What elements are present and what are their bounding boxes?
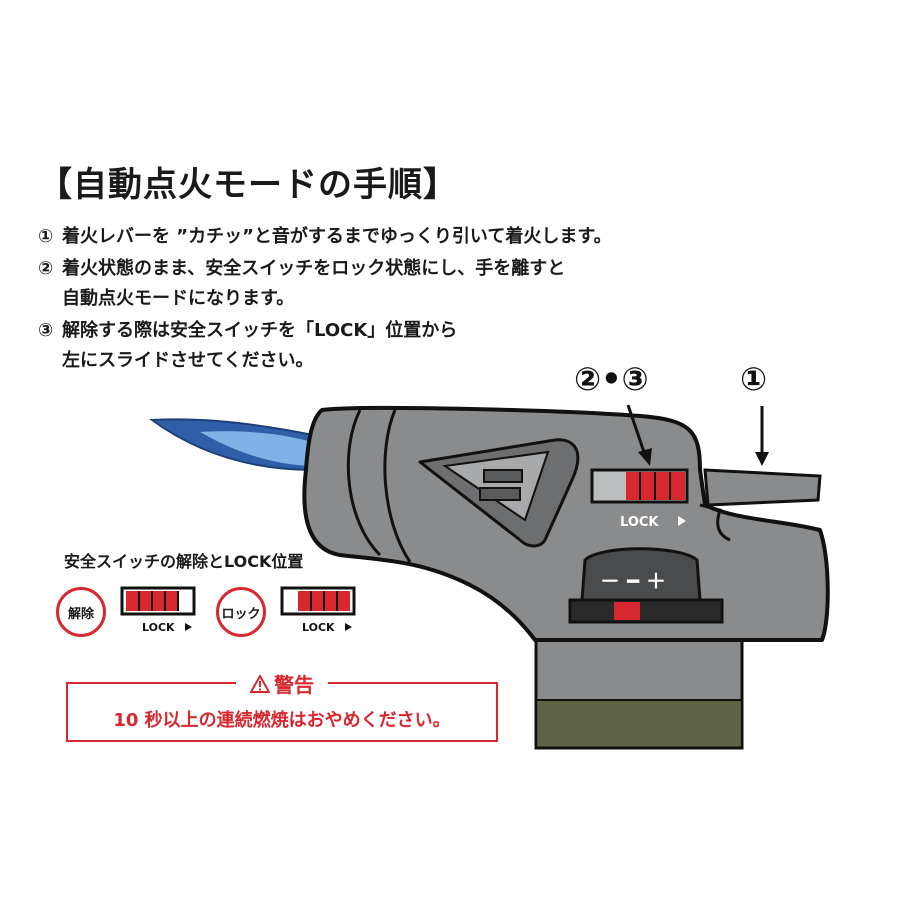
warning-box: 警告 10 秒以上の連続燃焼はおやめください。	[66, 669, 498, 742]
ignition-lever	[703, 468, 822, 507]
step-number: ①	[38, 226, 54, 247]
flame-inner	[200, 431, 312, 466]
step-text-continued: 左にスライドさせてください。	[62, 350, 314, 371]
legend-unlock-badge: 解除	[56, 587, 106, 637]
flame-adjust-dial	[580, 547, 702, 602]
step-text: 着火レバーを ”カチッ”と音がするまでゆっくり引いて着火します。	[62, 226, 612, 247]
legend-lock-text: LOCK	[142, 621, 175, 634]
fuel-tank-bottom	[538, 700, 740, 748]
callout-step-1: ①	[740, 360, 768, 398]
callout-steps-2-3: ②•③	[574, 360, 649, 398]
step-text-continued: 自動点火モードになります。	[62, 288, 295, 309]
step-number: ②	[38, 258, 54, 279]
dial-label: － ━ ＋	[600, 569, 666, 593]
legend-caption: 安全スイッチの解除とLOCK位置	[64, 552, 304, 571]
step-1: ① 着火レバーを ”カチッ”と音がするまでゆっくり引いて着火します。	[38, 222, 612, 252]
step-2: ② 着火状態のまま、安全スイッチをロック状態にし、手を離すと 自動点火モードになり…	[38, 254, 612, 314]
warning-text: 10 秒以上の連続燃焼はおやめください。	[113, 710, 451, 731]
legend-unlock-label: 解除	[67, 606, 94, 622]
instruction-steps: ① 着火レバーを ”カチッ”と音がするまでゆっくり引いて着火します。 ② 着火状態の…	[38, 222, 612, 376]
warning-title: 警告	[274, 673, 314, 697]
step-text: 着火状態のまま、安全スイッチをロック状態にし、手を離すと	[62, 258, 566, 279]
gas-knob	[568, 598, 724, 624]
legend-locked-badge: ロック	[216, 587, 266, 637]
page-title: 【自動点火モードの手順】	[38, 165, 458, 205]
warning-heading: 警告	[236, 669, 328, 698]
step-3: ③ 解除する際は安全スイッチを「LOCK」位置から 左にスライドさせてください。	[38, 316, 612, 376]
step-number: ③	[38, 320, 54, 341]
step-text: 解除する際は安全スイッチを「LOCK」位置から	[62, 320, 458, 341]
lock-label: LOCK	[620, 515, 659, 530]
legend-lock-text: LOCK	[302, 621, 335, 634]
warning-triangle-icon	[250, 674, 270, 693]
legend-locked-label: ロック	[221, 606, 261, 622]
